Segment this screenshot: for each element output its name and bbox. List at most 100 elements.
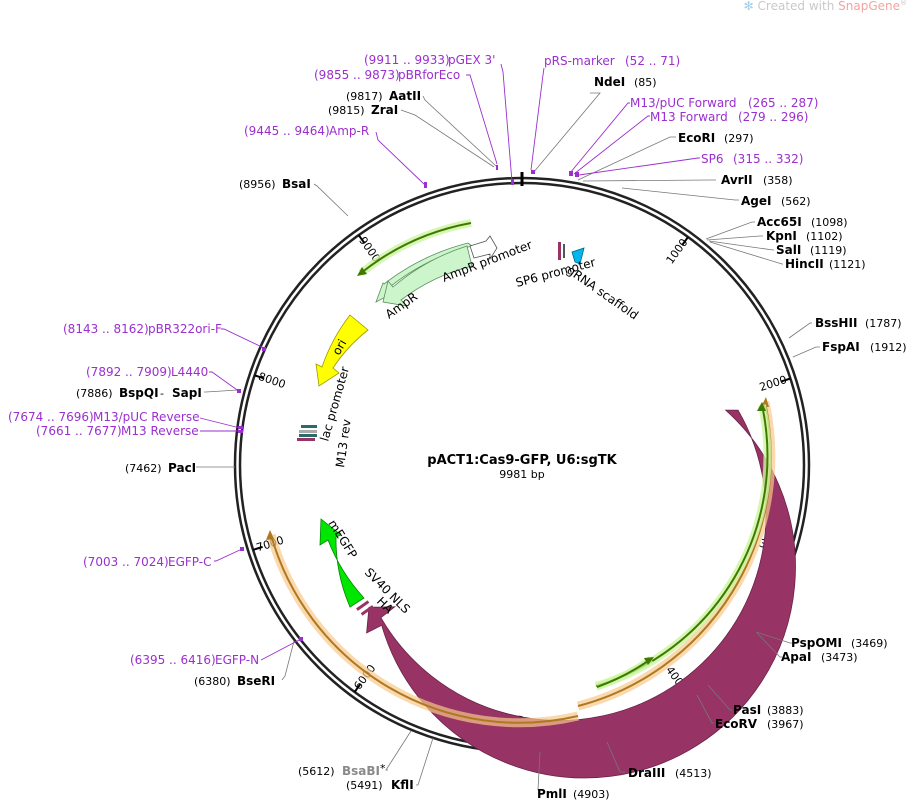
orf-upper [360, 222, 472, 274]
svg-text:(5612): (5612) [298, 765, 335, 778]
site-acc65i[interactable]: Acc65I [757, 215, 802, 229]
site-ecori[interactable]: EcoRI [678, 131, 715, 145]
svg-text:(1787): (1787) [865, 317, 902, 330]
ha-mark [360, 605, 374, 616]
tick-mark [353, 683, 362, 693]
svg-text:(5491): (5491) [346, 779, 383, 792]
site-ndei[interactable]: NdeI [594, 75, 625, 89]
orf-left [270, 534, 579, 724]
ampr-promoter-arrow[interactable] [469, 235, 498, 261]
grna-arrow[interactable] [571, 247, 585, 265]
grna-label: gRNA scaffold [564, 263, 641, 322]
site-kfli[interactable]: KflI [391, 778, 414, 792]
primer-egfp-n[interactable]: EGFP-N [215, 653, 259, 667]
site-sali[interactable]: SalI [776, 243, 801, 257]
svg-text:(7661 .. 7677): (7661 .. 7677) [36, 424, 122, 438]
svg-text:*: * [380, 762, 386, 775]
sp6-promoter-mark [558, 242, 561, 260]
svg-text:(9445 .. 9464): (9445 .. 9464) [244, 124, 330, 138]
orf-upper-arrowhead [357, 267, 367, 276]
site-paci[interactable]: PacI [168, 461, 196, 475]
site-avrii[interactable]: AvrII [721, 173, 753, 187]
svg-text:(9911 .. 9933): (9911 .. 9933) [364, 53, 450, 67]
megfp-arrow[interactable] [319, 518, 365, 608]
tick-mark [252, 545, 263, 551]
tick-mark [780, 377, 791, 383]
site-bsai[interactable]: BsaI [282, 177, 311, 191]
svg-text:(9817): (9817) [346, 90, 383, 103]
svg-text:(4513): (4513) [675, 767, 712, 780]
site-apai[interactable]: ApaI [781, 650, 811, 664]
svg-text:(297): (297) [724, 132, 754, 145]
svg-text:(52 .. 71): (52 .. 71) [625, 54, 680, 68]
plasmid-size: 9981 bp [499, 468, 544, 481]
ori-arrow[interactable] [315, 314, 369, 387]
site-labels: NdeI (85) EcoRI (297) AvrII (358) AgeI (… [76, 75, 907, 801]
tick-label: 8000 [257, 370, 288, 391]
site-ecorv[interactable]: EcoRV [715, 717, 758, 731]
m13rev-mark [297, 438, 315, 441]
orf-green-arrowhead [757, 402, 766, 411]
svg-text:(265 .. 287): (265 .. 287) [748, 96, 818, 110]
site-busshii[interactable]: BssHII [815, 316, 857, 330]
svg-text:(4903): (4903) [573, 788, 610, 801]
primer-amp-r[interactable]: Amp-R [329, 124, 369, 138]
primer-egfp-c[interactable]: EGFP-C [168, 555, 211, 569]
site-fspai[interactable]: FspAI [822, 340, 860, 354]
site-pmli[interactable]: PmlI [537, 787, 567, 801]
primer-pbrforeco[interactable]: pBRforEco [398, 68, 460, 82]
site-bsabi[interactable]: BsaBI [342, 764, 380, 778]
watermark-icon: ✻ [743, 0, 754, 13]
svg-text:(9815): (9815) [328, 104, 365, 117]
svg-text:(562): (562) [781, 195, 811, 208]
site-bspqi[interactable]: BspQI [119, 386, 159, 400]
svg-text:(1098): (1098) [811, 216, 848, 229]
cas9-arrow[interactable] [366, 409, 796, 779]
svg-text:(3469): (3469) [851, 637, 888, 650]
m13rev-label: M13 rev [333, 418, 354, 468]
primer-pbr322ori-f[interactable]: pBR322ori-F [148, 322, 222, 336]
primer-m13-fwd[interactable]: M13 Forward [650, 110, 728, 124]
svg-text:(1102): (1102) [806, 230, 843, 243]
svg-text:(7886): (7886) [76, 387, 113, 400]
lac-mark2 [299, 430, 317, 433]
lac-mark3 [299, 434, 317, 437]
tick-mark [681, 236, 689, 246]
svg-text:(7892 .. 7909): (7892 .. 7909) [86, 365, 172, 379]
site-pasi[interactable]: PasI [733, 703, 761, 717]
sv40nls-mark [356, 600, 370, 611]
primer-sp6[interactable]: SP6 [701, 152, 724, 166]
orf-left-arrowhead [266, 530, 274, 540]
tick-label: 2000 [758, 373, 789, 394]
svg-text:(358): (358) [763, 174, 793, 187]
plasmid-name: pACT1:Cas9-GFP, U6:sgTK [427, 453, 617, 468]
ampr-arrow-body [382, 245, 473, 307]
site-aatii[interactable]: AatII [389, 89, 421, 103]
primer-pgex3[interactable]: pGEX 3' [448, 53, 495, 67]
svg-text:(9855 .. 9873): (9855 .. 9873) [314, 68, 400, 82]
site-zrai[interactable]: ZraI [371, 103, 398, 117]
svg-text:(1121): (1121) [829, 258, 866, 271]
site-bseri[interactable]: BseRI [237, 674, 275, 688]
site-pspomi[interactable]: PspOMI [791, 636, 842, 650]
primer-prs-marker[interactable]: pRS-marker [544, 54, 615, 68]
primer-labels: (9911 .. 9933) pGEX 3' (9855 .. 9873) pB… [8, 53, 818, 667]
svg-text:(8956): (8956) [239, 178, 276, 191]
site-hincii[interactable]: HincII [785, 257, 824, 271]
primer-m13puc-rev[interactable]: M13/pUC Reverse [93, 410, 200, 424]
tick-mark [357, 234, 366, 244]
svg-text:-: - [160, 387, 164, 400]
sp6-promoter-mark2 [563, 244, 565, 258]
site-sapi[interactable]: SapI [172, 386, 202, 400]
svg-text:(7674 .. 7696): (7674 .. 7696) [8, 410, 94, 424]
primer-m13puc-fwd[interactable]: M13/pUC Forward [630, 96, 737, 110]
site-agei[interactable]: AgeI [741, 194, 771, 208]
svg-text:(3473): (3473) [821, 651, 858, 664]
primer-l4440[interactable]: L4440 [171, 365, 208, 379]
site-draiii[interactable]: DraIII [628, 766, 665, 780]
tick-mark [254, 374, 265, 380]
primer-m13-rev[interactable]: M13 Reverse [121, 424, 199, 438]
svg-text:(3967): (3967) [767, 718, 804, 731]
site-kpni[interactable]: KpnI [766, 229, 797, 243]
